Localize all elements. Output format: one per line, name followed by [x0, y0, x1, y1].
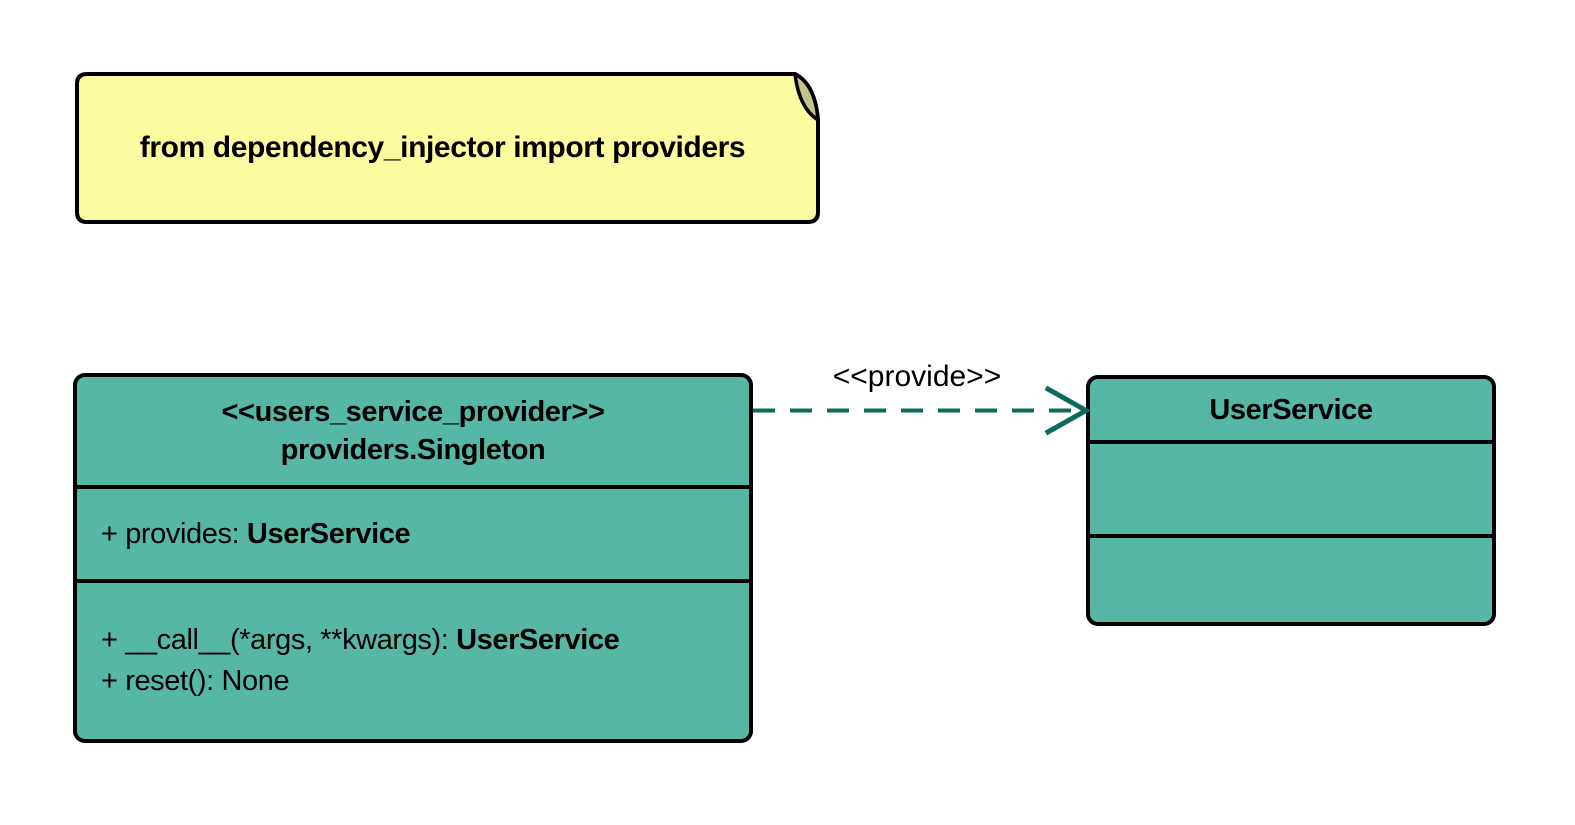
- class-header: UserService: [1090, 379, 1492, 440]
- method-label: + reset(): None: [101, 665, 290, 697]
- class-name: providers.Singleton: [280, 434, 546, 466]
- class-methods-compartment: + __call__(*args, **kwargs): UserService…: [77, 579, 749, 739]
- code-note: from dependency_injector import provider…: [75, 72, 820, 224]
- class-attributes-compartment: [1090, 440, 1492, 534]
- attribute-type: UserService: [246, 517, 411, 550]
- note-fold-icon: [793, 72, 820, 122]
- method-call: + __call__(*args, **kwargs): UserService: [77, 620, 749, 661]
- method-reset: + reset(): None: [77, 661, 749, 702]
- attribute-label: + provides:: [101, 517, 247, 550]
- note-text: from dependency_injector import provider…: [139, 131, 746, 164]
- method-label: + __call__(*args, **kwargs):: [101, 624, 457, 656]
- attribute-provides: + provides: UserService: [77, 514, 411, 555]
- provide-edge: [753, 385, 1092, 436]
- class-attributes-compartment: + provides: UserService: [77, 485, 749, 579]
- method-return-type: UserService: [456, 624, 620, 656]
- class-name: UserService: [1209, 393, 1373, 426]
- class-providers-singleton: <<users_service_provider>> providers.Sin…: [73, 373, 753, 743]
- class-methods-compartment: [1090, 534, 1492, 622]
- note-shape: [75, 72, 820, 224]
- class-header: <<users_service_provider>> providers.Sin…: [77, 377, 749, 485]
- open-arrowhead-icon: [1044, 385, 1092, 436]
- class-user-service: UserService: [1086, 375, 1496, 626]
- edge-stereotype-label: <<provide>>: [832, 360, 1002, 393]
- class-stereotype: <<users_service_provider>>: [221, 396, 605, 428]
